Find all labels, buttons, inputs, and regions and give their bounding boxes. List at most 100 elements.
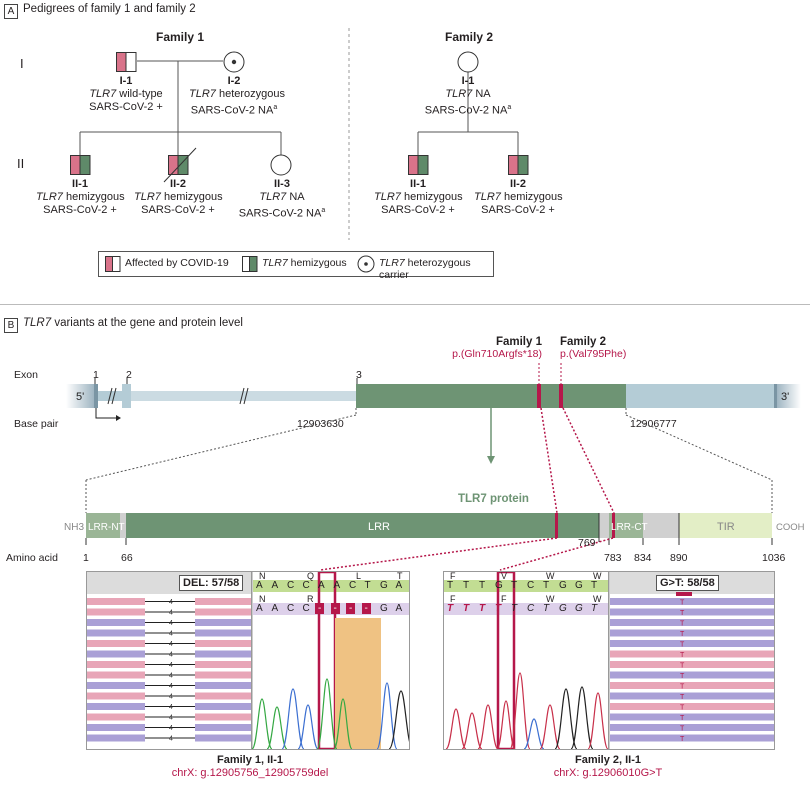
aa-top-l: L [356,571,362,581]
base-letter: T [447,603,454,614]
sequencing-read [195,640,251,647]
chromatogram-peak [251,698,273,749]
aa-tick-769: 769 [578,537,596,549]
read-mark: 4 [169,652,173,659]
aa-top-w2: W [593,571,602,581]
aa-bottom-w2: W [593,594,602,604]
read-mark: T [680,736,685,743]
read-mark: 4 [169,715,173,722]
chromatogram-peak [266,706,288,749]
f1-ii3-symbol [270,154,292,176]
family2-variant-label: Family 2 p.(Val795Phe) [560,336,627,360]
base-letter: G [380,580,388,591]
base-letter: - [330,603,340,614]
base-letter: - [361,603,371,614]
sequencing-read [195,598,251,605]
base-letter: G [575,580,583,591]
sequencing-read [195,682,251,689]
sequencing-read [610,703,774,710]
f2-ii2-symbol [508,155,529,175]
read-mark: 4 [169,736,173,743]
base-letter: T [511,603,518,614]
f1-i1-label: I-1 TLR7 wild-type SARS-CoV-2 + [89,75,163,113]
read-mark: T [680,715,685,722]
chromatogram-peak [554,688,578,749]
base-letter: G [380,603,388,614]
aa-top-n: N [259,571,266,581]
base-letter: T [479,580,486,591]
sequencing-read [87,682,145,689]
sequencing-read [87,671,145,679]
base-letter: C [287,580,295,591]
base-letter: G [559,580,567,591]
base-letter: A [333,580,341,591]
nh3-label: NH3 [64,522,84,533]
aa-tick-834: 834 [634,552,652,564]
sequencing-read [610,734,774,742]
family2-title: Family 2 [445,30,494,44]
read-mark: T [680,631,685,638]
sequencing-read [610,629,774,637]
base-letter: T [543,603,550,614]
chromatogram-peak [587,692,609,749]
amino-acid-label: Amino acid [6,552,58,564]
base-letter: C [302,603,310,614]
base-letter: T [463,580,470,591]
read-mark: 4 [169,683,173,690]
family2-seq-letters: F V W W F F W W [443,571,607,621]
sequencing-read [87,724,145,731]
legend-carrier-label: TLR7 heterozygous carrier [379,257,471,281]
aa-bottom-r: R [307,594,314,604]
chromatogram-peak [281,688,305,749]
sequencing-read [195,724,251,731]
sequencing-read [610,598,774,605]
base-letter: C [527,580,535,591]
sequencing-read [610,724,774,731]
sequencing-read [87,629,145,637]
base-letter: T [364,580,371,591]
chromatogram-peak [388,690,409,749]
f1-ii1-symbol [70,155,91,175]
read-mark: 4 [169,641,173,648]
aa-top-q: Q [307,571,315,581]
lrr-ct-label: LRR-CT [611,522,648,533]
f1-ii2-label: II-2 TLR7 hemizygous SARS-CoV-2 + [134,178,223,216]
sequencing-read [610,713,774,721]
legend-hemizygous-symbol [242,256,258,272]
chromatogram-peak [477,704,499,749]
base-letter: C [527,603,535,614]
base-letter: C [287,603,295,614]
pedigree-lines [79,28,519,240]
aa-tick-66: 66 [121,552,133,564]
lrr-nt-label: LRR-NT [88,522,125,533]
read-mark: T [680,610,685,617]
base-letter: G [495,580,503,591]
aa-top-v: V [501,571,508,581]
aa-tick-890: 890 [670,552,688,564]
f2-ii2-label: II-2 TLR7 hemizygous SARS-CoV-2 + [474,178,563,216]
base-letter: - [346,603,356,614]
family2-caption: Family 2, II-1 chrX: g.12906010G>T [553,754,663,779]
three-prime-label: 3' [781,391,789,403]
f2-i1-label: I-1 TLR7 NA SARS-CoV-2 NAa [424,75,512,117]
aa-tick-1: 1 [83,552,89,564]
base-letter: C [349,580,357,591]
sequencing-read [195,650,251,658]
gt-badge: G>T: 58/58 [656,575,719,591]
exon-3-label: 3 [356,369,362,381]
chromatogram-peak [570,686,594,749]
base-letter: T [447,580,454,591]
tlr7-protein-label: TLR7 protein [458,493,529,505]
read-mark: T [680,663,685,670]
base-letter: T [591,580,598,591]
sequencing-read [610,608,774,616]
read-mark: 4 [169,662,173,669]
base-letter: G [559,603,567,614]
f2-ii1-symbol [408,155,429,175]
f2-i1-symbol [457,51,479,73]
base-letter: A [395,580,403,591]
